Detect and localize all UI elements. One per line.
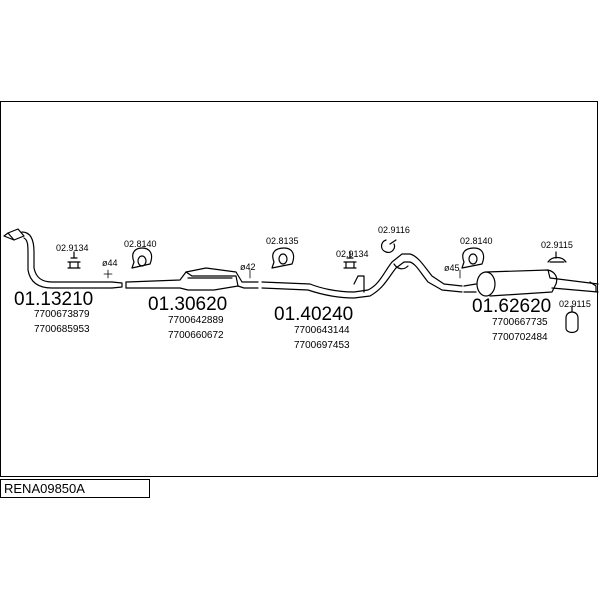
clamp-02-9134-b <box>343 251 357 269</box>
hanger-02-8140-a <box>131 247 153 269</box>
part-number: 01.62620 <box>472 296 552 317</box>
part-number: 01.40240 <box>274 304 354 325</box>
catalyst-pipe-drawing <box>125 267 259 291</box>
clamp-02-9115-b <box>565 305 579 334</box>
accessory-label: 02.8135 <box>266 236 299 246</box>
diameter-label: ø42 <box>240 262 256 272</box>
accessory-label: 02.9134 <box>336 249 369 259</box>
diagram-code: RENA09850A <box>0 479 150 498</box>
hanger-02-8135 <box>271 247 295 269</box>
accessory-label: 02.9115 <box>559 299 591 309</box>
oe-number: 7700667735 <box>492 317 548 328</box>
diameter-label: ø44 <box>102 258 118 268</box>
accessory-label: 02.8140 <box>124 239 157 249</box>
oe-number: 7700702484 <box>492 332 548 343</box>
ring-02-9116 <box>380 239 397 253</box>
accessory-label: 02.9116 <box>378 225 410 235</box>
accessory-label: 02.9115 <box>541 240 573 250</box>
diagram-frame <box>0 101 598 477</box>
rear-silencer-drawing <box>463 269 599 297</box>
oe-number: 7700685953 <box>34 324 90 335</box>
hanger-02-8140-b <box>461 247 485 269</box>
oe-number: 7700673879 <box>34 309 90 320</box>
clamp-02-9134-a <box>67 251 81 269</box>
centre-pipe-drawing <box>261 253 463 299</box>
clamp-02-9115-a <box>547 251 567 263</box>
accessory-label: 02.8140 <box>460 236 493 246</box>
oe-number: 7700642889 <box>168 315 224 326</box>
part-number: 01.30620 <box>148 294 228 315</box>
oe-number: 7700643144 <box>294 325 350 336</box>
part-number: 01.13210 <box>14 289 94 310</box>
diameter-markers <box>103 269 461 279</box>
front-pipe-drawing <box>3 228 123 289</box>
diameter-label: ø45 <box>444 263 460 273</box>
oe-number: 7700697453 <box>294 340 350 351</box>
oe-number: 7700660672 <box>168 330 224 341</box>
accessory-label: 02.9134 <box>56 243 89 253</box>
